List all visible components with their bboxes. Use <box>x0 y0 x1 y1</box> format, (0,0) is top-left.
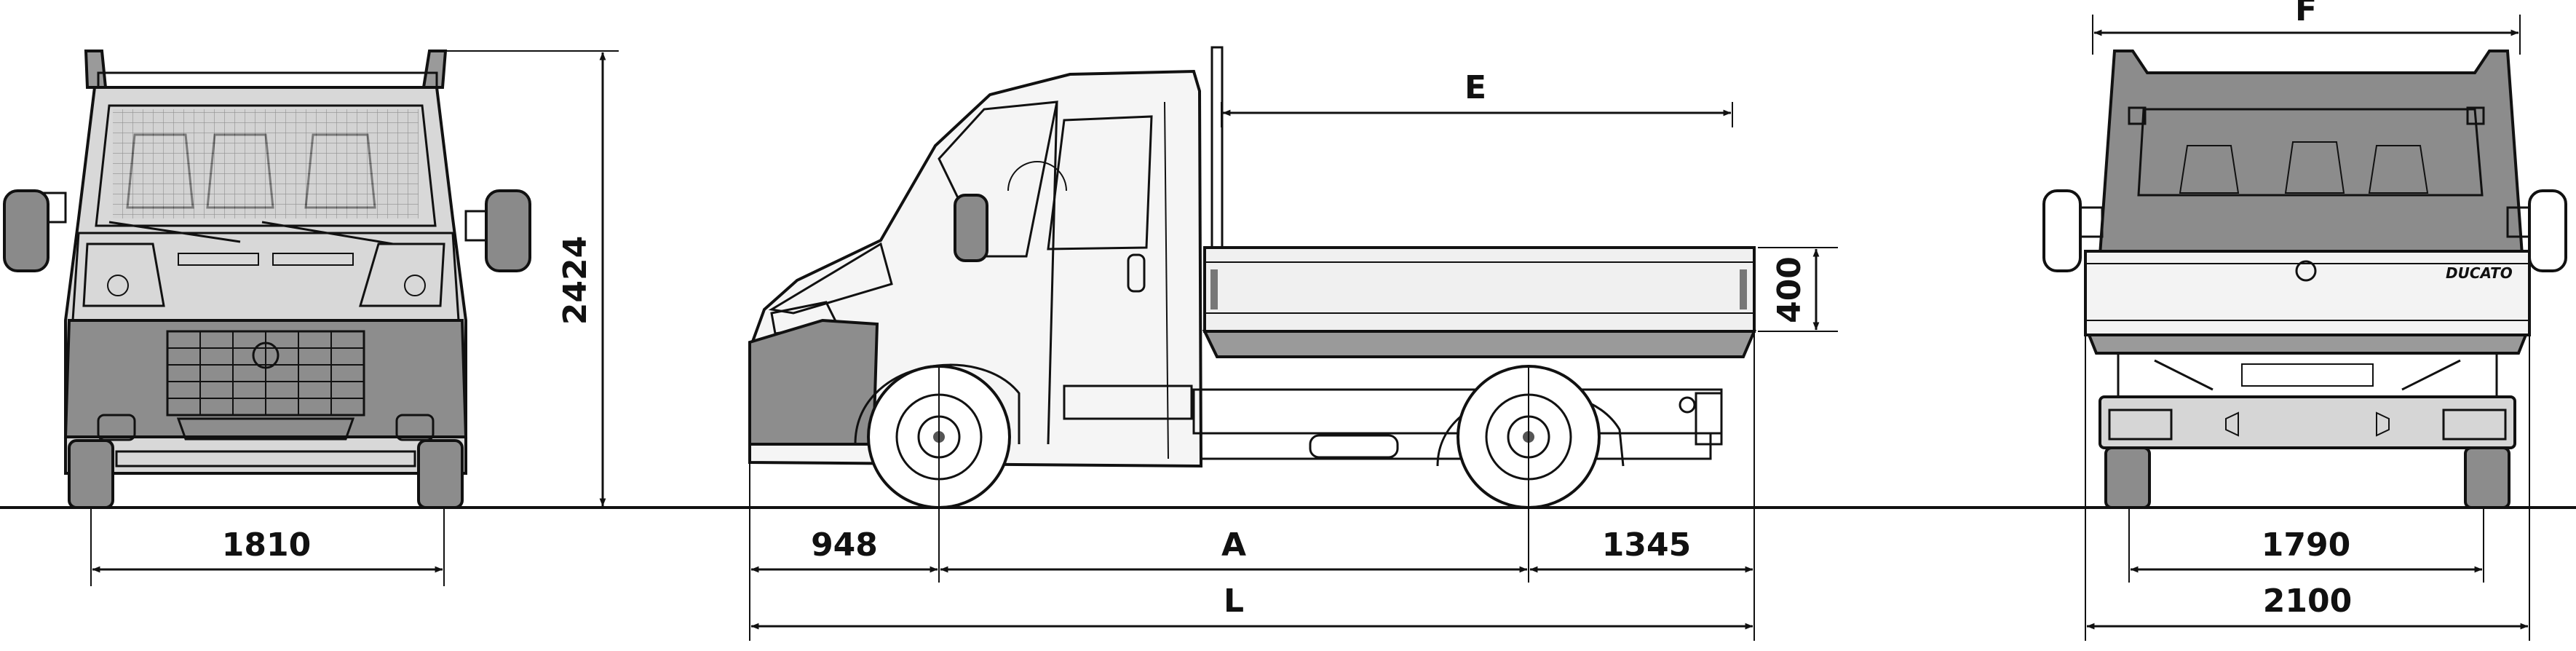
label-front-overhang-948: 948 <box>811 526 878 564</box>
front-view <box>3 50 531 509</box>
label-height-2424: 2424 <box>557 236 594 325</box>
label-body-width-2100: 2100 <box>2263 583 2352 620</box>
dimension-side-height-400: 400 <box>1758 247 1838 332</box>
side-view <box>748 46 1757 509</box>
dimension-platform-length-e: E <box>1221 69 1733 127</box>
rear-view: DUCATO <box>2042 50 2567 509</box>
model-badge: DUCATO <box>2446 264 2513 282</box>
label-rear-overhang-1345: 1345 <box>1602 526 1691 564</box>
dimension-width-f: F <box>2092 0 2521 55</box>
label-width-f: F <box>2295 0 2317 28</box>
dimension-lower-row: 948 A 1345 L <box>749 331 1755 641</box>
label-wheelbase-a: A <box>1221 526 1246 564</box>
dimension-height-2424: 2424 <box>437 50 619 507</box>
label-overall-length-l: L <box>1224 583 1244 620</box>
label-width-1810: 1810 <box>222 526 311 564</box>
label-track-1790: 1790 <box>2262 526 2350 564</box>
label-platform-length-e: E <box>1465 69 1486 106</box>
dimension-rear-lower: 1790 2100 <box>2085 335 2530 641</box>
label-side-height-400: 400 <box>1771 256 1808 323</box>
dimension-width-1810: 1810 <box>90 508 445 586</box>
